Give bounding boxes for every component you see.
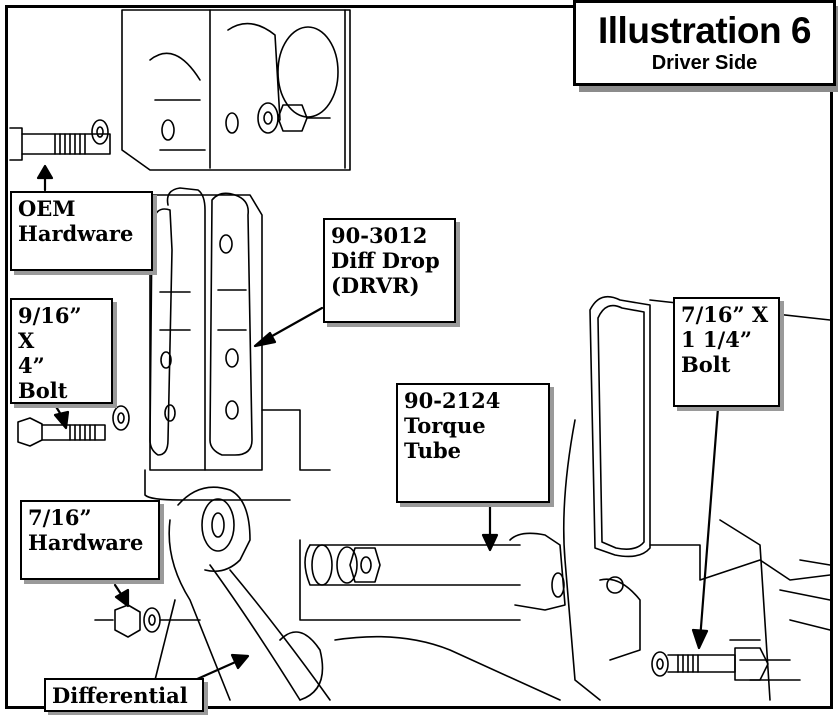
callout-oem-hardware: OEM Hardware [10, 191, 153, 271]
torque-tube [299, 532, 566, 621]
callout-bolt-9-16: 9/16” X 4” Bolt [10, 298, 113, 404]
callout-diff-drop: 90-3012 Diff Drop (DRVR) [323, 218, 456, 323]
illustration-subtitle: Driver Side [651, 52, 758, 74]
arrow-diff-drop [263, 306, 324, 342]
arrow-differential [193, 658, 242, 682]
bolt-9-16 [17, 405, 130, 447]
callout-bolt-7-16: 7/16” X 1 1/4” Bolt [673, 297, 780, 407]
callout-torque-tube: 90-2124 Torque Tube [396, 383, 550, 503]
illustration-title: Illustration 6 [598, 10, 811, 51]
callout-differential: Differential [44, 678, 204, 712]
bolt-7-16 [651, 647, 769, 681]
arrow-bolt-7-16 [698, 406, 720, 642]
illustration-frame [5, 5, 833, 709]
leader-arrows [36, 164, 720, 682]
illustration-title-box: Illustration 6 Driver Side [573, 0, 836, 86]
hardware-7-16-nut [94, 604, 201, 638]
oem-frame-bracket [121, 9, 351, 171]
callout-hardware-7-16: 7/16” Hardware [20, 500, 160, 580]
oem-bolt [9, 119, 111, 161]
differential-arm [149, 486, 561, 701]
bracket-nut [257, 102, 331, 134]
